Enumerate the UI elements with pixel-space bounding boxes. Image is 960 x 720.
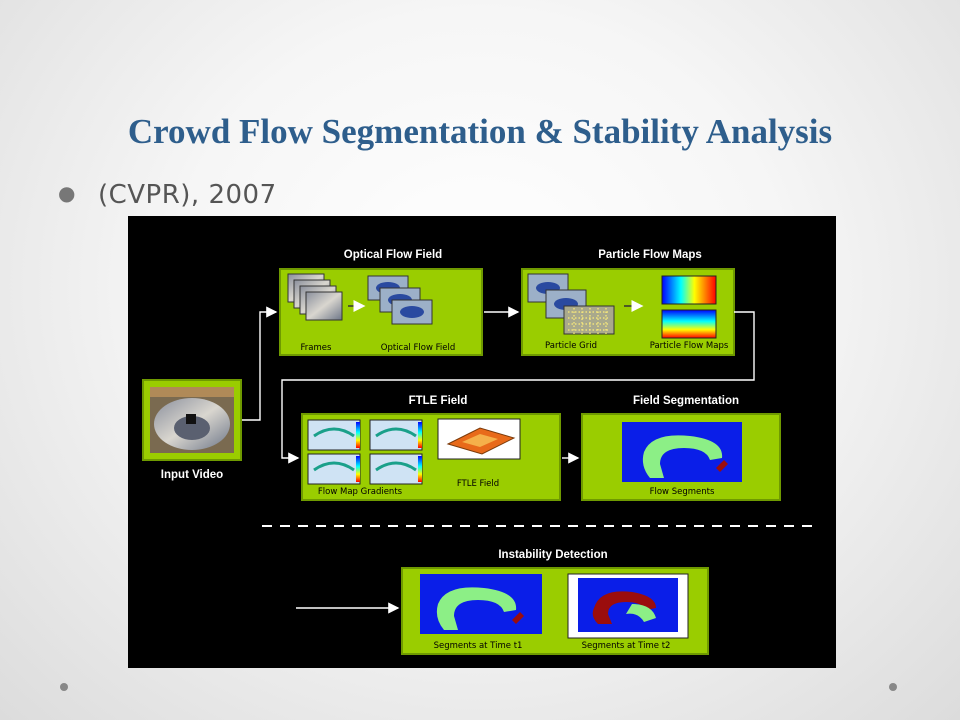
pipeline-diagram: Input Video Optical Flow Field Frames Op… [128, 216, 836, 668]
instability-stage: Instability Detection Segments at Time t… [401, 549, 709, 655]
bullet-dot-icon: ● [58, 181, 76, 205]
flow-segments-caption: Flow Segments [650, 487, 715, 497]
ftle-field-caption: FTLE Field [457, 479, 499, 489]
optical-flow-thumbnail-stack [367, 275, 433, 325]
frames-caption: Frames [301, 343, 332, 353]
connector-arrows [242, 306, 755, 614]
left-corner-dot [60, 683, 68, 691]
input-video-stage: Input Video [142, 379, 242, 481]
particle-flow-maps-caption: Particle Flow Maps [650, 341, 729, 351]
optical-flow-stage: Optical Flow Field Frames Optical Flow F… [279, 249, 483, 356]
right-corner-dot [889, 683, 897, 691]
frames-thumbnail-stack [287, 273, 343, 321]
ftle-stage: FTLE Field Flow Map Gradients FTLE Field [301, 395, 561, 501]
optical-flow-caption: Optical Flow Field [381, 343, 455, 353]
particle-flow-title: Particle Flow Maps [598, 249, 702, 261]
segments-t2-caption: Segments at Time t2 [582, 641, 671, 651]
input-video-label: Input Video [161, 469, 223, 481]
bullet-text: (CVPR), 2007 [97, 180, 277, 210]
segmentation-title: Field Segmentation [633, 395, 739, 407]
flow-map-gradient-plots [307, 419, 423, 485]
flow-segments-image [622, 422, 742, 482]
instability-title: Instability Detection [498, 549, 607, 561]
pipeline-svg: Input Video Optical Flow Field Frames Op… [142, 249, 818, 655]
bullet-item: ● (CVPR), 2007 [58, 180, 277, 210]
particle-grid-thumbnail-stack [527, 273, 615, 335]
particle-flow-map-y [661, 309, 717, 339]
flow-map-gradients-caption: Flow Map Gradients [318, 487, 403, 497]
segmentation-stage: Field Segmentation Flow Segments [581, 395, 781, 501]
slide-title: Crowd Flow Segmentation & Stability Anal… [127, 112, 833, 151]
segments-t1-caption: Segments at Time t1 [434, 641, 523, 651]
optical-flow-title: Optical Flow Field [344, 249, 442, 261]
ftle-surface-plot [437, 418, 521, 460]
particle-grid-caption: Particle Grid [545, 341, 597, 351]
particle-flow-stage: Particle Flow Maps Particle Grid Particl… [521, 249, 735, 356]
ftle-title: FTLE Field [409, 395, 468, 407]
particle-flow-map-x [661, 275, 717, 305]
